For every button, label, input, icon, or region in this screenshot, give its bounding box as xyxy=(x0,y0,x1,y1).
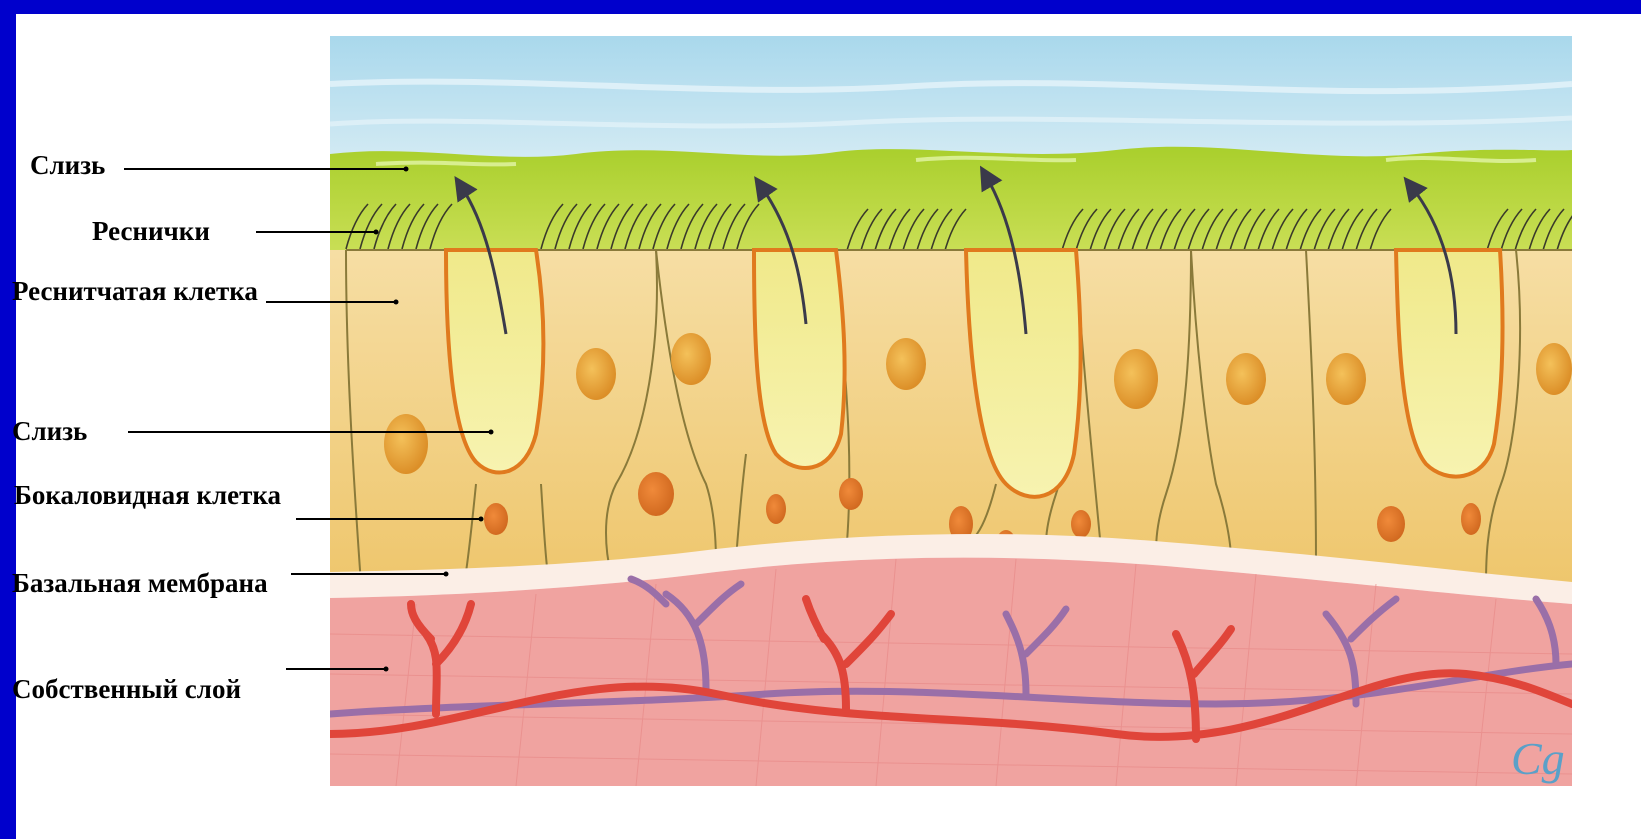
label-goblet-cell: Бокаловидная клетка xyxy=(14,480,294,511)
label-ciliated-cell: Реснитчатая клетка xyxy=(12,276,258,307)
label-basal-membrane: Базальная мембрана xyxy=(12,568,268,599)
artist-signature: Cg xyxy=(1511,733,1565,784)
label-mucus-mid: Слизь xyxy=(12,416,87,447)
label-lamina-propria: Собственный слой xyxy=(12,674,241,705)
label-mucus-top: Слизь xyxy=(30,150,105,181)
lamina-propria-layer xyxy=(330,558,1572,786)
slide-frame: Cg Слизь Реснички Реснитчатая клетка Сли… xyxy=(16,14,1641,839)
epithelium-illustration: Cg xyxy=(16,14,1641,839)
label-cilia: Реснички xyxy=(92,216,210,247)
